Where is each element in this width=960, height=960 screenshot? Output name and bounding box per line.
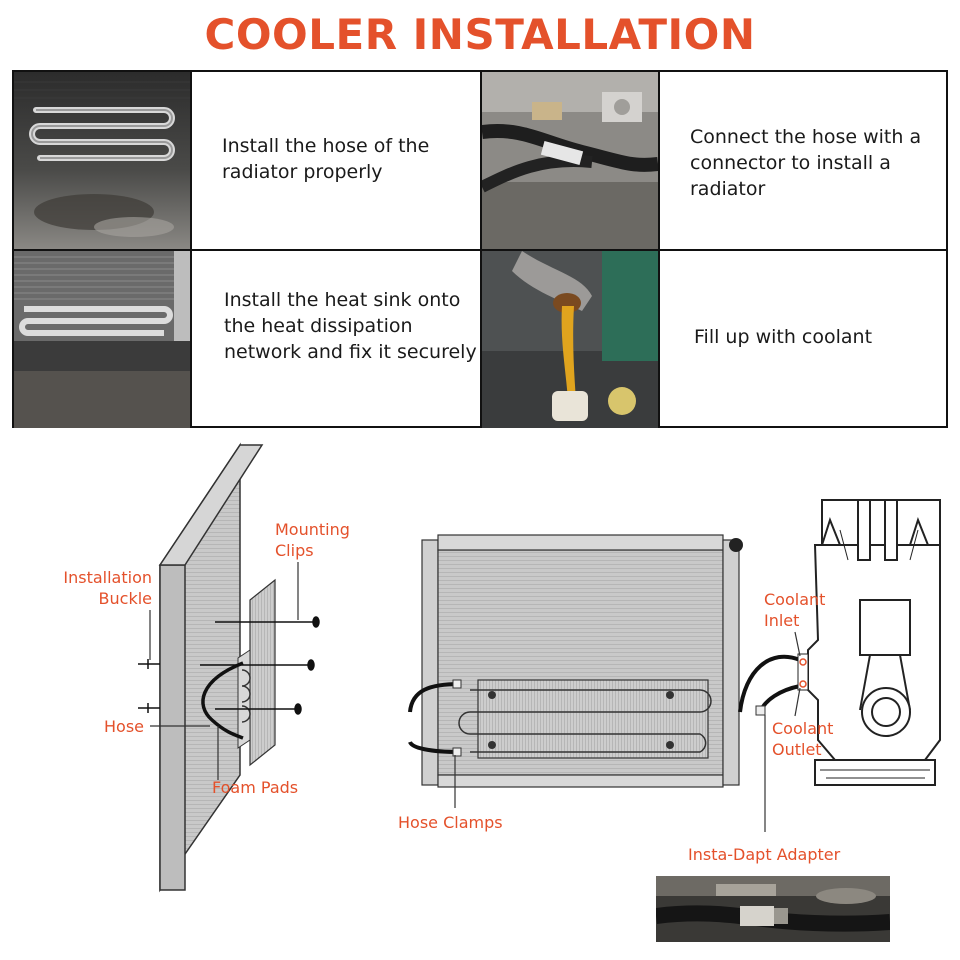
label-coolant-outlet-line1: Coolant [772,719,834,738]
label-installation-buckle-line1: Installation [63,568,152,587]
label-coolant-inlet: Coolant Inlet [764,589,825,631]
grid-divider-photo2 [658,72,660,426]
label-installation-buckle: Installation Buckle [40,567,152,609]
main-hoses-right [738,654,801,713]
label-mounting-clips-line2: Clips [275,541,314,560]
step-photo-heat-sink [14,251,190,428]
label-mounting-clips-line1: Mounting [275,520,350,539]
left-cooler-plate [237,578,276,767]
label-coolant-outlet: Coolant Outlet [772,718,833,760]
step-photo-hose [14,72,190,249]
label-coolant-inlet-line2: Inlet [764,611,800,630]
step-photo-connector [482,72,658,249]
label-foam-pads: Foam Pads [212,778,299,797]
left-radiator-panel [158,442,264,893]
label-mounting-clips: Mounting Clips [275,519,350,561]
engine-block [807,499,941,786]
page-title: COOLER INSTALLATION [204,10,756,59]
label-insta-dapt-adapter: Insta-Dapt Adapter [688,845,841,864]
step-text-4: Fill up with coolant [694,326,873,348]
label-hose: Hose [104,717,144,736]
steps-grid: Install the hose of the radiator properl… [12,70,948,428]
grid-divider-photo3 [190,251,192,428]
adapter-photo [656,876,890,942]
step-text-1: Install the hose of the radiator properl… [222,135,430,183]
grid-divider-photo1 [190,72,192,249]
step-text-3: Install the heat sink onto the heat diss… [224,289,477,363]
main-cooler [458,679,712,759]
mounting-clips [138,616,320,715]
step-text-2: Connect the hose with a connector to ins… [690,126,922,200]
left-hose [201,661,244,740]
label-coolant-inlet-line1: Coolant [764,590,826,609]
label-coolant-outlet-line2: Outlet [772,740,822,759]
label-hose-clamps: Hose Clamps [398,813,503,832]
grid-divider-vertical [480,72,482,426]
label-installation-buckle-line2: Buckle [98,589,152,608]
step-photo-coolant [482,251,658,428]
